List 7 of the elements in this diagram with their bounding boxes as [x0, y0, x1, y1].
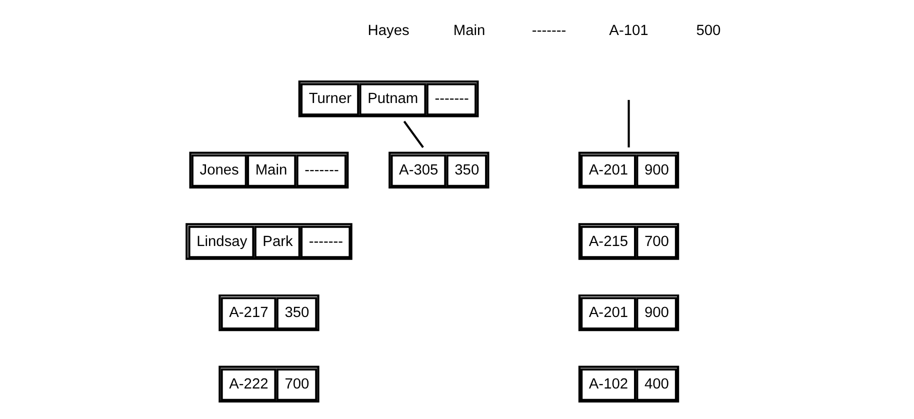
label: Hayes: [368, 23, 410, 40]
label: A-101: [609, 23, 648, 40]
connector: [628, 100, 630, 148]
connector: [403, 120, 424, 148]
label: -------: [532, 23, 566, 40]
label: 500: [696, 23, 721, 40]
label: Main: [453, 23, 486, 40]
